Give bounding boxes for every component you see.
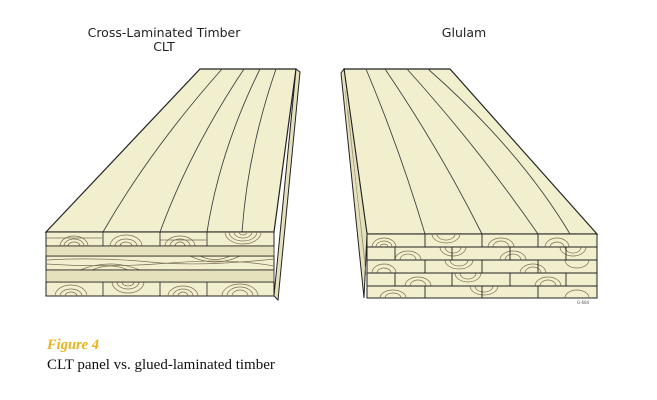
glulam-board-seams	[365, 68, 571, 235]
glulam-side-face	[340, 67, 368, 299]
glulam-end-grain	[371, 234, 590, 298]
clt-board-seams	[102, 68, 277, 233]
clt-side-face	[273, 68, 301, 302]
figure-label: Figure 4	[47, 337, 99, 353]
figure-caption: CLT panel vs. glued-laminated timber	[47, 357, 275, 373]
clt-layer-2	[45, 255, 275, 271]
clt-top-face	[44, 68, 297, 233]
glulam-beam	[340, 67, 599, 299]
clt-layer-1	[45, 231, 275, 247]
clt-panel	[44, 68, 301, 302]
glulam-top-face	[343, 68, 599, 235]
glulam-laminations	[367, 234, 597, 298]
drawing-code: G-684	[577, 300, 590, 305]
clt-layer-3	[45, 281, 275, 297]
clt-subtitle: CLT	[153, 39, 175, 54]
clt-title: Cross-Laminated Timber	[88, 25, 242, 40]
glulam-title: Glulam	[442, 25, 486, 40]
